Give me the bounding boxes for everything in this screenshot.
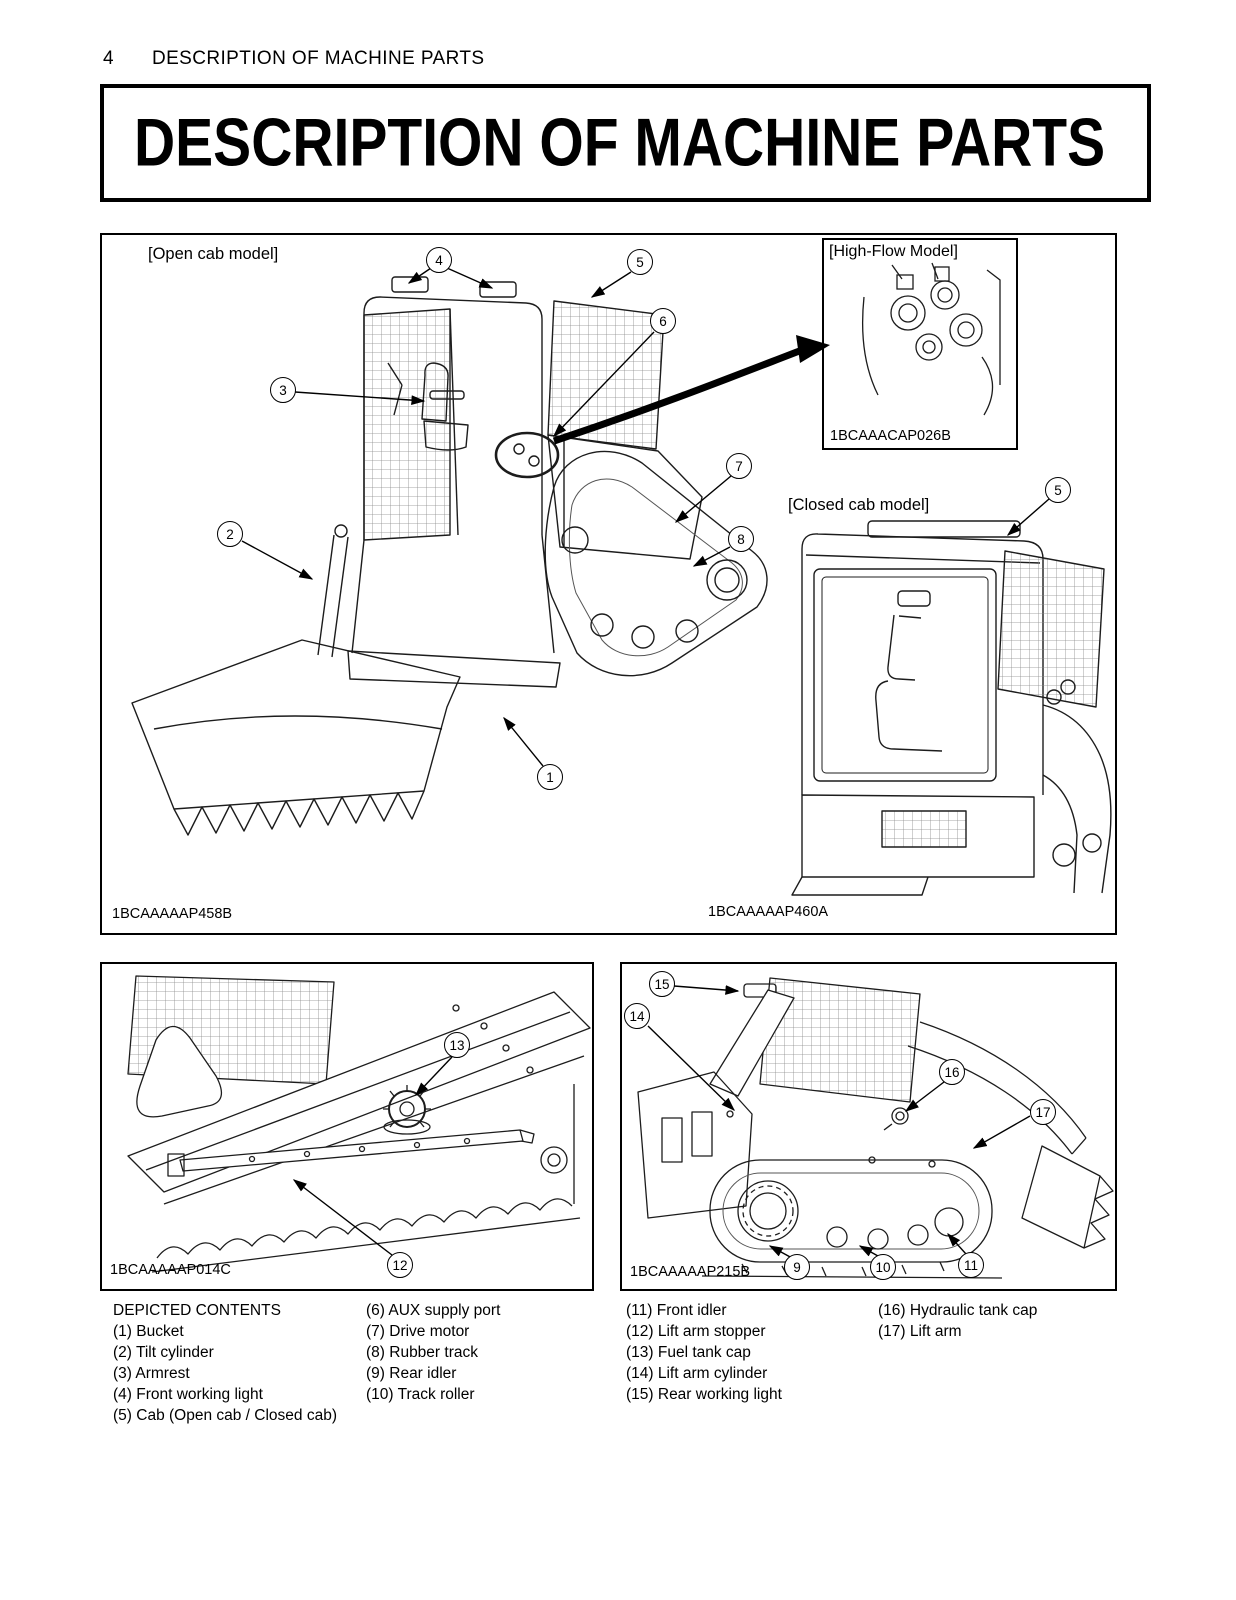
callout-tilt-cylinder: 2	[217, 521, 243, 547]
high-flow-figure-code: 1BCAAACAP026B	[830, 428, 951, 444]
high-flow-arrow	[552, 335, 830, 445]
callout-track-roller: 10	[870, 1254, 896, 1280]
callout-lift-arm-stopper: 12	[387, 1252, 413, 1278]
callout-rear-idler: 9	[784, 1254, 810, 1280]
list-item: (6) AUX supply port	[366, 1302, 501, 1319]
contents-column-4: (16) Hydraulic tank cap (17) Lift arm	[878, 1300, 1121, 1426]
lift-arm-stopper-drawing	[127, 975, 591, 1273]
contents-title: DEPICTED CONTENTS	[113, 1302, 281, 1319]
high-flow-couplers-drawing	[862, 262, 1001, 416]
list-item: (1) Bucket	[113, 1323, 184, 1340]
detail-left-figure-code: 1BCAAAAAP014C	[110, 1262, 231, 1278]
callout-cab-closed: 5	[1045, 477, 1071, 503]
list-item: (12) Lift arm stopper	[626, 1323, 766, 1340]
list-item: (14) Lift arm cylinder	[626, 1365, 768, 1382]
running-header: 4 DESCRIPTION OF MACHINE PARTS	[103, 48, 484, 70]
closed-cab-label: [Closed cab model]	[788, 496, 930, 514]
contents-column-3: (11) Front idler (12) Lift arm stopper (…	[626, 1300, 878, 1426]
title-box: DESCRIPTION OF MACHINE PARTS	[100, 84, 1151, 202]
callout-hydraulic-tank-cap: 16	[939, 1059, 965, 1085]
detail-right-figure-code: 1BCAAAAAP215B	[630, 1264, 751, 1280]
open-cab-label: [Open cab model]	[148, 245, 279, 263]
list-item: (11) Front idler	[626, 1302, 727, 1319]
list-item: (7) Drive motor	[366, 1323, 470, 1340]
page-title: DESCRIPTION OF MACHINE PARTS	[134, 105, 1106, 181]
page-number: 4	[103, 48, 114, 69]
high-flow-inset: [High-Flow Model] 1BCAAACAP026B	[822, 238, 1018, 450]
undercarriage-drawing	[637, 977, 1114, 1279]
list-item: (3) Armrest	[113, 1365, 190, 1382]
list-item: (4) Front working light	[113, 1386, 263, 1403]
list-item: (16) Hydraulic tank cap	[878, 1302, 1038, 1319]
detail-figure-right: 1BCAAAAAP215B 15 14 16 17 9 10 11	[620, 962, 1117, 1291]
detail-figure-left: 1BCAAAAAP014C 13 12	[100, 962, 594, 1291]
closed-cab-figure-code: 1BCAAAAAP460A	[708, 904, 829, 920]
list-item: (8) Rubber track	[366, 1344, 478, 1361]
callout-armrest: 3	[270, 377, 296, 403]
callout-front-working-light: 4	[426, 247, 452, 273]
callout-bucket: 1	[537, 764, 563, 790]
callout-rubber-track: 8	[728, 526, 754, 552]
high-flow-label: [High-Flow Model]	[829, 243, 958, 260]
main-figure: [Open cab model] [Closed cab model] [Hig…	[100, 233, 1117, 935]
list-item: (13) Fuel tank cap	[626, 1344, 751, 1361]
callout-aux-supply-port: 6	[650, 308, 676, 334]
callout-lift-arm-cylinder: 14	[624, 1003, 650, 1029]
list-item: (9) Rear idler	[366, 1365, 457, 1382]
callout-rear-working-light: 15	[649, 971, 675, 997]
depicted-contents: DEPICTED CONTENTS (1) Bucket (2) Tilt cy…	[113, 1300, 1121, 1426]
machine-overview-drawing	[131, 262, 1112, 896]
list-item: (17) Lift arm	[878, 1323, 962, 1340]
callout-lift-arm: 17	[1030, 1099, 1056, 1125]
list-item: (15) Rear working light	[626, 1386, 782, 1403]
running-header-title: DESCRIPTION OF MACHINE PARTS	[151, 48, 485, 69]
callout-front-idler: 11	[958, 1252, 984, 1278]
list-item: (10) Track roller	[366, 1386, 475, 1403]
open-cab-figure-code: 1BCAAAAAP458B	[112, 906, 233, 922]
list-item: (2) Tilt cylinder	[113, 1344, 214, 1361]
contents-column-1: DEPICTED CONTENTS (1) Bucket (2) Tilt cy…	[113, 1300, 366, 1426]
callout-drive-motor: 7	[726, 453, 752, 479]
callout-fuel-tank-cap: 13	[444, 1032, 470, 1058]
list-item: (5) Cab (Open cab / Closed cab)	[113, 1407, 337, 1424]
contents-column-2: (6) AUX supply port (7) Drive motor (8) …	[366, 1300, 626, 1426]
callout-cab-open: 5	[627, 249, 653, 275]
